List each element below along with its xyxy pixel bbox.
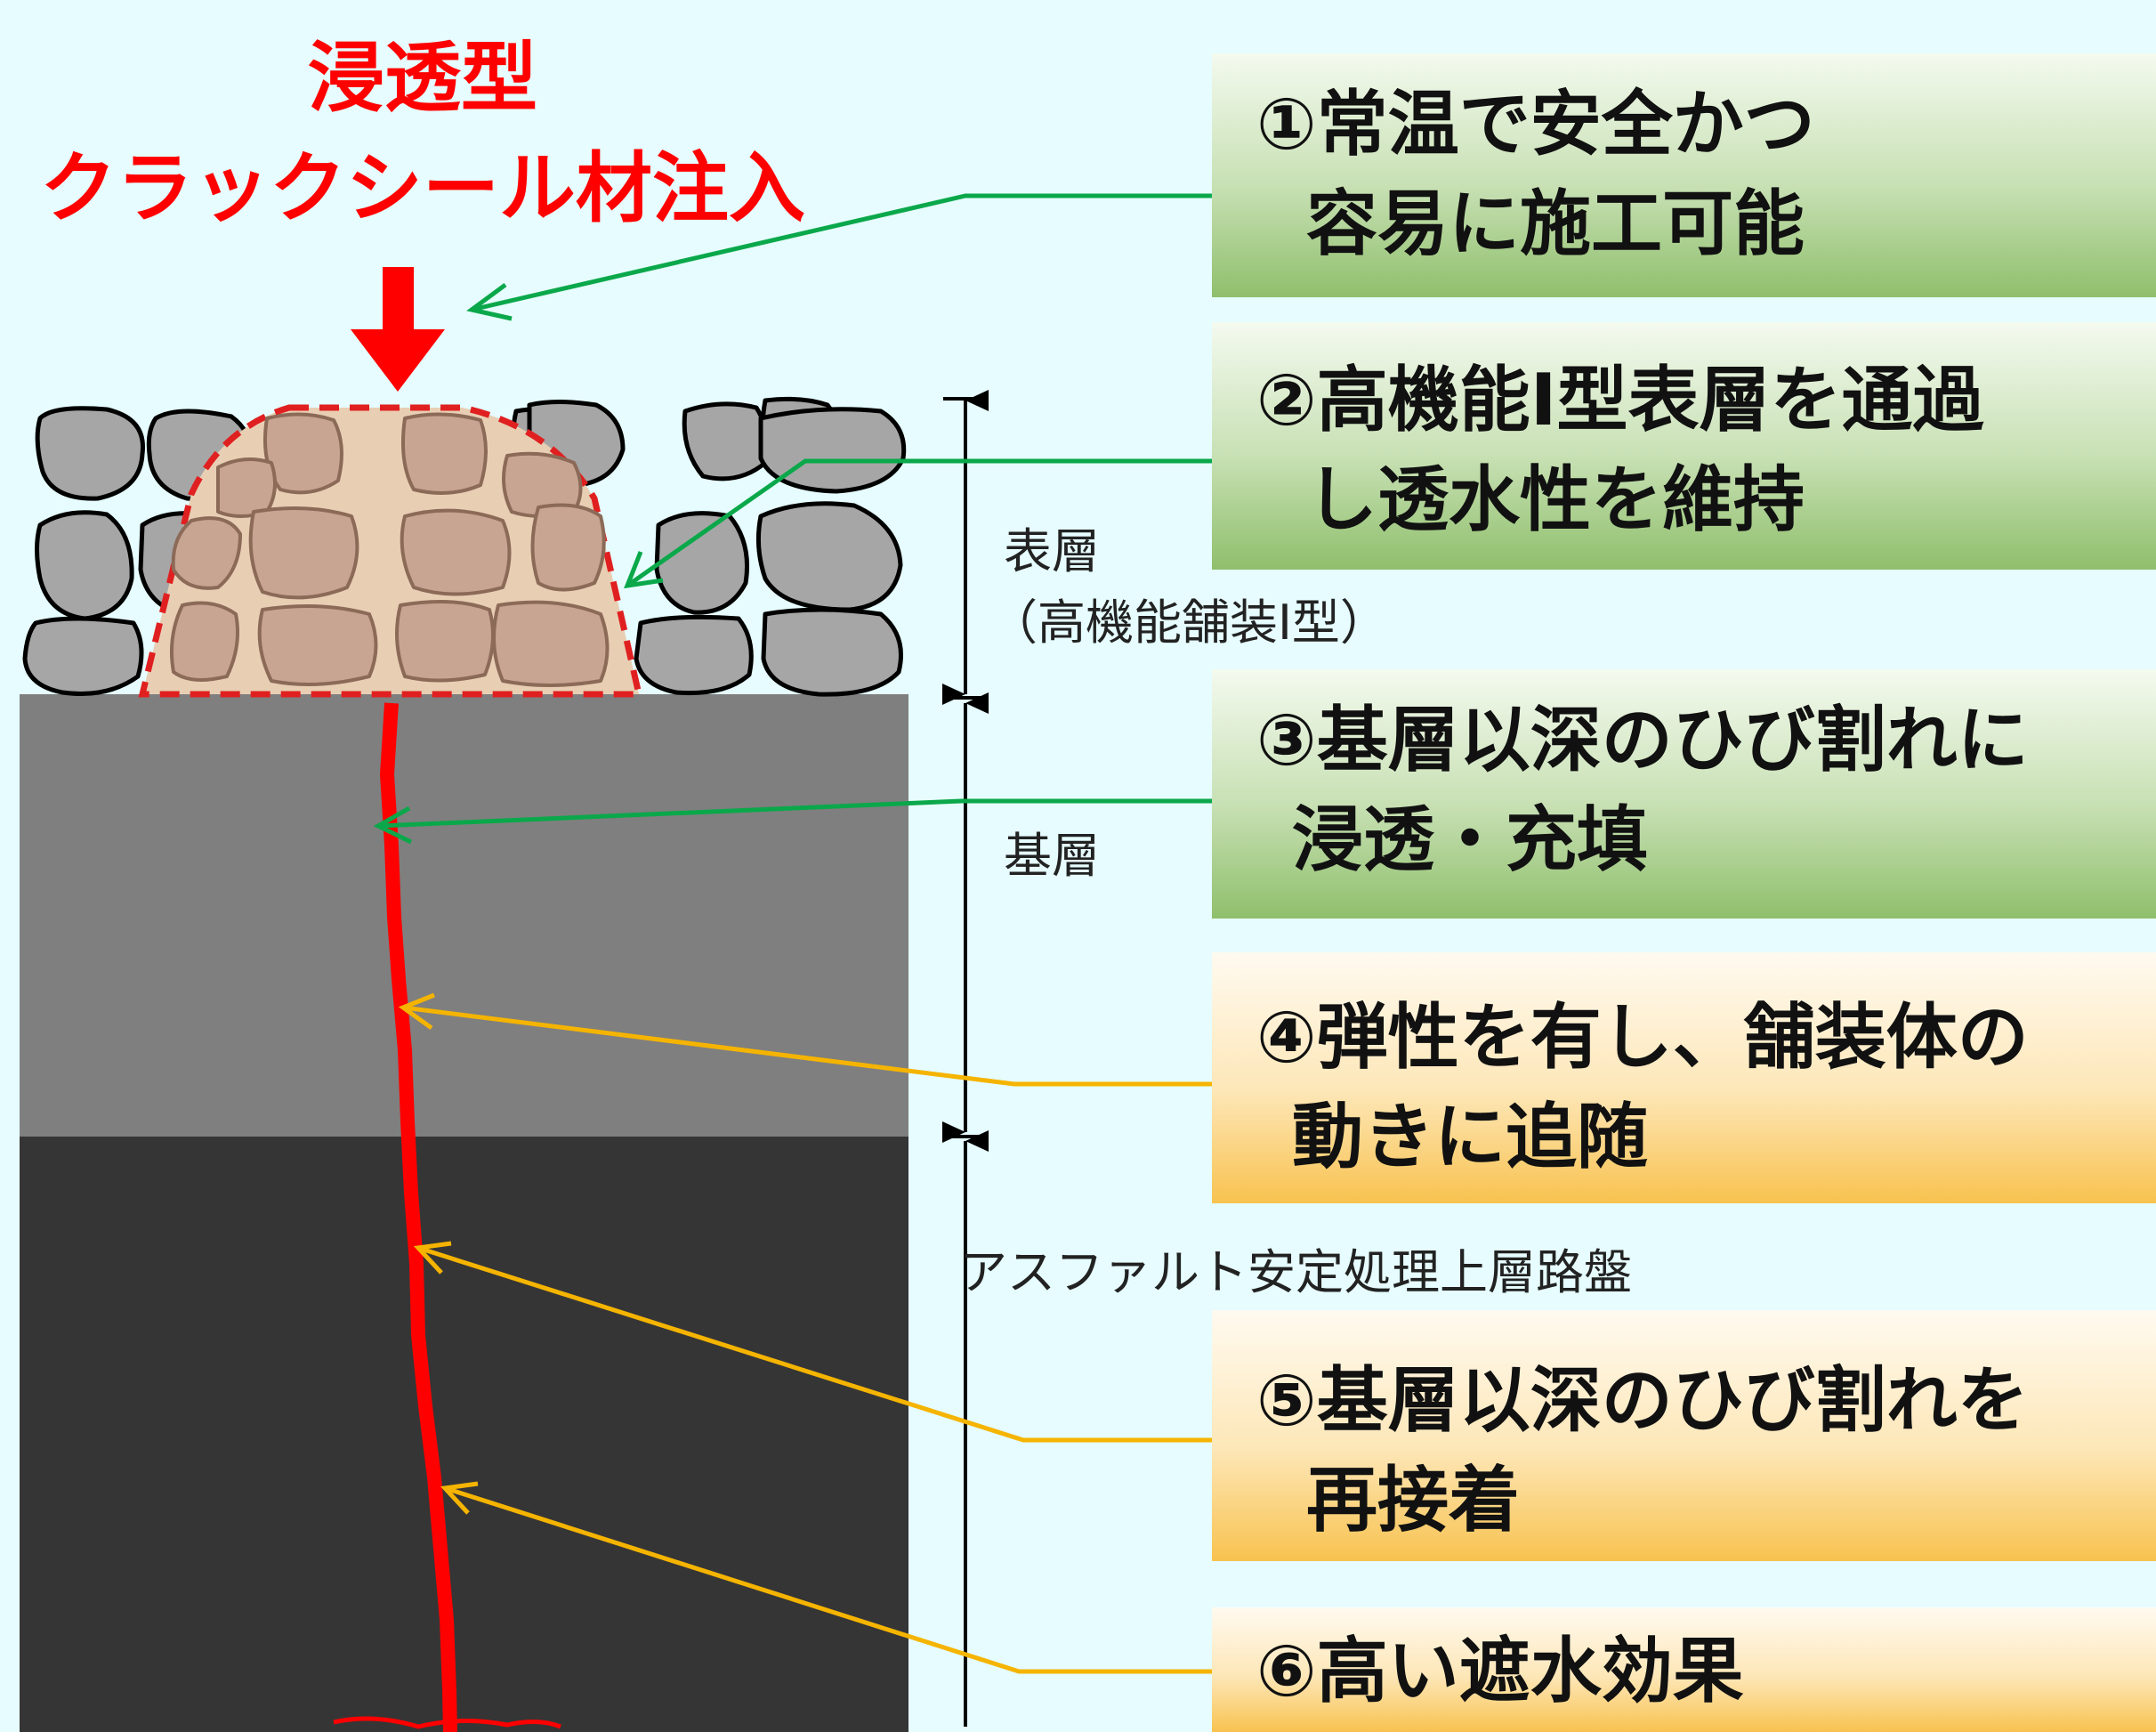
treated-stone bbox=[171, 516, 242, 590]
callout-3-line-2: 浸透・充填 bbox=[1292, 798, 1648, 881]
leader-arrow-6 bbox=[444, 1485, 1215, 1674]
crack bbox=[380, 702, 457, 1732]
leader-arrow-1-head bbox=[466, 282, 513, 321]
crack-bottom bbox=[333, 1716, 561, 1729]
treated-stone bbox=[257, 604, 378, 686]
callout-6-line-1: ⑥高い遮水効果 bbox=[1256, 1630, 1744, 1712]
surface-layer-label: 表層 bbox=[1004, 523, 1100, 579]
leader-arrow-6-head bbox=[440, 1481, 479, 1515]
callout-3-line-1: ③基層以深のひび割れに bbox=[1256, 699, 2029, 781]
leader-arrows bbox=[373, 193, 1215, 1674]
treated-stone bbox=[216, 457, 277, 518]
callout-1-line-2: 容易に施工可能 bbox=[1306, 182, 1805, 265]
callout-4-line-1: ④弾性を有し、舗装体の bbox=[1256, 996, 2029, 1079]
callout-5: ⑤基層以深のひび割れを 再接着 bbox=[1212, 1310, 2156, 1561]
treated-stone bbox=[170, 601, 239, 682]
surface-layer-detail: （高機能舗装Ⅰ型） bbox=[989, 595, 1388, 651]
subbase-layer-label: アスファルト安定処理上層路盤 bbox=[959, 1244, 1632, 1300]
callout-2: ②高機能Ⅰ型表層を通過 し透水性を維持 bbox=[1212, 322, 2156, 570]
callout-5-line-1: ⑤基層以深のひび割れを bbox=[1256, 1359, 2029, 1442]
stone bbox=[35, 406, 145, 501]
leader-arrow-1 bbox=[471, 193, 1215, 312]
treated-stone bbox=[400, 412, 488, 495]
callout-4-line-2: 動きに追随 bbox=[1292, 1096, 1648, 1178]
stone bbox=[682, 401, 771, 482]
stone bbox=[654, 511, 750, 615]
callout-5-line-2: 再接着 bbox=[1306, 1459, 1520, 1542]
leader-arrow-4 bbox=[402, 1005, 1215, 1087]
stone bbox=[758, 407, 907, 494]
base-layer bbox=[20, 694, 908, 1137]
treated-stone bbox=[530, 503, 606, 592]
title-line-2: クラックシール材注入 bbox=[40, 144, 805, 233]
leader-arrow-2 bbox=[626, 458, 1215, 588]
stone bbox=[761, 607, 903, 697]
injection-arrow-icon bbox=[351, 267, 445, 392]
treated-stone bbox=[492, 600, 610, 687]
leader-arrow-5-head bbox=[413, 1241, 452, 1275]
stone bbox=[755, 501, 903, 612]
callout-2-line-1: ②高機能Ⅰ型表層を通過 bbox=[1256, 359, 1984, 441]
leader-arrow-3-head bbox=[373, 805, 413, 845]
callout-1-line-1: ①常温で安全かつ bbox=[1256, 83, 1815, 166]
callout-2-line-2: し透水性を維持 bbox=[1306, 458, 1805, 541]
stone bbox=[22, 616, 144, 697]
stone bbox=[634, 614, 754, 696]
leader-arrow-2-head bbox=[624, 551, 664, 589]
treated-stones bbox=[170, 412, 610, 687]
callout-3: ③基層以深のひび割れに 浸透・充填 bbox=[1212, 669, 2156, 919]
callout-4: ④弾性を有し、舗装体の 動きに追随 bbox=[1212, 952, 2156, 1203]
dimension-line bbox=[942, 390, 989, 1727]
callout-6: ⑥高い遮水効果 bbox=[1212, 1607, 2156, 1732]
leader-arrow-3 bbox=[377, 798, 1215, 829]
treated-stone bbox=[395, 600, 495, 683]
title-line-1: 浸透型 bbox=[308, 34, 537, 123]
treated-stone bbox=[400, 508, 512, 596]
subbase-layer bbox=[20, 1137, 908, 1732]
stone bbox=[35, 510, 134, 621]
callout-1: ①常温で安全かつ 容易に施工可能 bbox=[1212, 53, 2156, 297]
base-layer-label: 基層 bbox=[1004, 828, 1100, 884]
leader-arrow-5 bbox=[417, 1245, 1215, 1443]
leader-arrow-4-head bbox=[398, 992, 435, 1031]
treated-stone bbox=[248, 506, 359, 600]
